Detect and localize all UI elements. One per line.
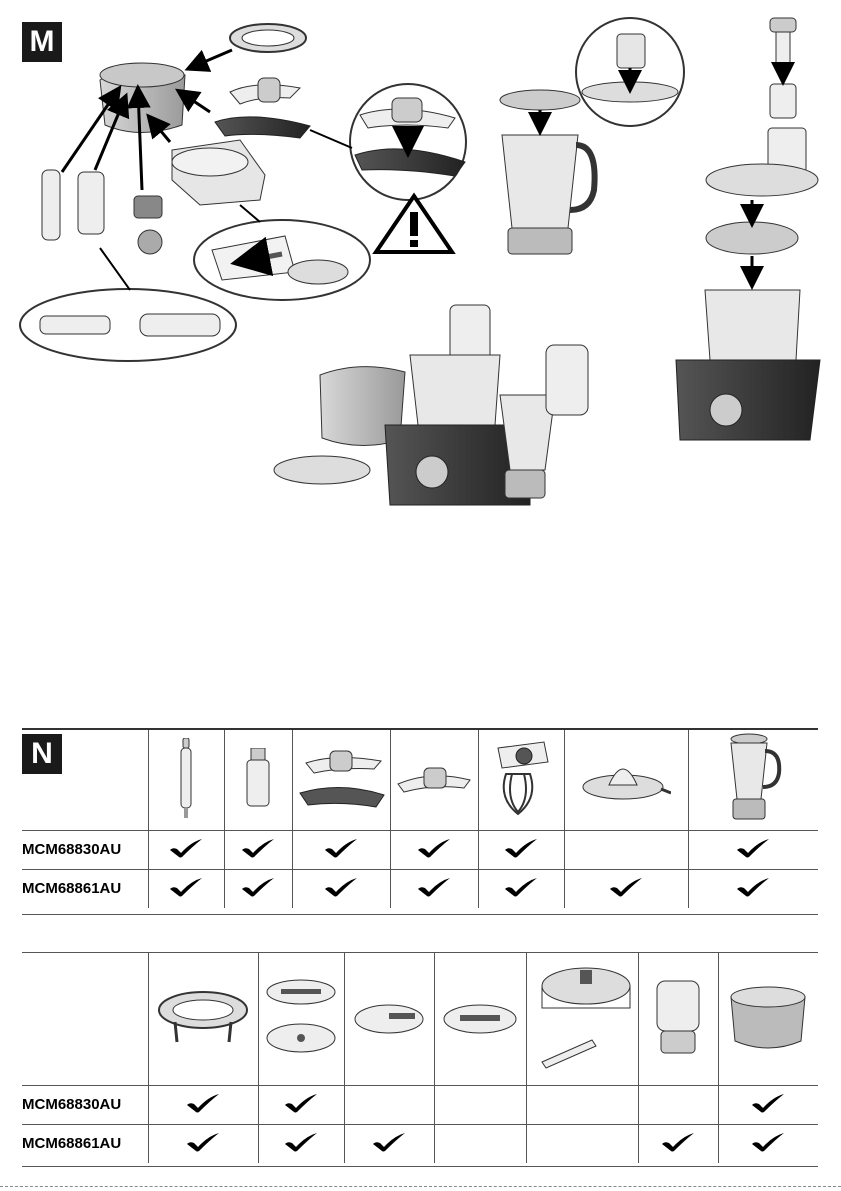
cell [258,1086,344,1125]
disc-holder-icon [148,953,258,1086]
cell [638,1086,718,1125]
accessories-table-1: MCM68830AU MCM68861AU [22,730,818,908]
cell [292,870,390,909]
exploded-assembly-illustration [676,18,820,440]
model-label: MCM68830AU [22,831,148,870]
check-icon [284,1093,318,1113]
disc-insert-zoom-illustration [194,220,370,300]
check-icon [324,877,358,897]
check-icon [661,1132,695,1152]
cell [638,1125,718,1164]
blender-jug-icon [688,730,818,831]
page-cut-line [0,1186,841,1187]
mini-chopper-icon [638,953,718,1086]
cell [564,831,688,870]
lid-zoom-illustration [576,18,684,126]
table-1-icon-row [22,730,818,831]
storage-bag-icon [718,953,818,1086]
assembly-illustration [0,0,841,520]
check-icon [751,1093,785,1113]
blade-zoom-illustration [350,84,466,200]
cell [390,870,478,909]
check-icon [169,877,203,897]
cell [224,831,292,870]
cell [478,870,564,909]
drive-attachment-illustration [42,170,162,254]
check-icon [241,838,275,858]
cell [344,1125,434,1164]
cell [148,1086,258,1125]
check-icon [736,877,770,897]
blender-jug-illustration [500,90,595,254]
whisk-blade-icon [390,730,478,831]
grating-disc-icon [344,953,434,1086]
check-icon [284,1132,318,1152]
cell [224,870,292,909]
rod-icon [148,730,224,831]
check-icon [751,1132,785,1152]
check-icon [504,877,538,897]
check-icon [241,877,275,897]
warning-icon [376,196,452,252]
table-2-row-0: MCM68830AU [22,1086,818,1125]
disc-holder-illustration [230,24,306,52]
cell [688,870,818,909]
cell [526,1125,638,1164]
knife-blade-icon [292,730,390,831]
check-icon [504,838,538,858]
check-icon [736,838,770,858]
table-2-corner [22,953,148,1086]
cell [148,870,224,909]
cell [344,1086,434,1125]
check-icon [609,877,643,897]
check-icon [186,1093,220,1113]
fine-slicing-disc-icon [434,953,526,1086]
cell [718,1125,818,1164]
table-1-corner [22,730,148,831]
model-label: MCM68861AU [22,870,148,909]
check-icon [169,838,203,858]
pusher-icon [224,730,292,831]
cell [434,1125,526,1164]
check-icon [372,1132,406,1152]
model-label: MCM68830AU [22,1086,148,1125]
blade-illustration [215,78,310,138]
cell [258,1125,344,1164]
assembled-set-illustration [274,305,588,505]
cell [526,1086,638,1125]
table-1-row-1: MCM68861AU [22,870,818,909]
cell [434,1086,526,1125]
check-icon [417,838,451,858]
table-2-row-1: MCM68861AU [22,1125,818,1164]
cell [564,870,688,909]
table-1-row-0: MCM68830AU [22,831,818,870]
check-icon [324,838,358,858]
citrus-press-icon [564,730,688,831]
check-icon [417,877,451,897]
check-icon [186,1132,220,1152]
cell [148,1125,258,1164]
slicing-discs-icon [258,953,344,1086]
cell [390,831,478,870]
cell [148,831,224,870]
cell [718,1086,818,1125]
accessories-table-2: MCM68830AU MCM68861AU [22,953,818,1163]
cell [478,831,564,870]
model-label: MCM68861AU [22,1125,148,1164]
rod-zoom-illustration [20,289,236,361]
whisk-icon [478,730,564,831]
cell [688,831,818,870]
table-2-icon-row [22,953,818,1086]
discs-stack-illustration [172,140,265,205]
dicing-attachment-icon [526,953,638,1086]
cell [292,831,390,870]
